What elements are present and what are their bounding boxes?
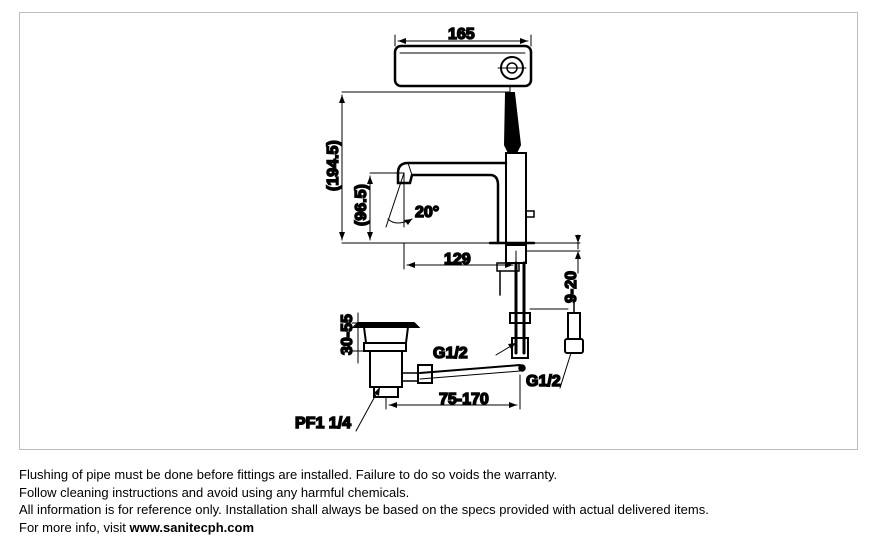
dim-total-height-lines [339, 91, 511, 244]
pop-up-waste-leader [355, 386, 381, 432]
top-view [393, 34, 533, 88]
dim-drain-height-lines [351, 312, 365, 364]
installation-notes: Flushing of pipe must be done before fit… [19, 466, 859, 536]
faucet-side-view [396, 85, 581, 246]
dim-total-height: (194.5) [325, 140, 342, 191]
technical-drawing-frame: 165 (194.5) [19, 12, 858, 450]
dim-top-width: 165 [448, 26, 475, 43]
dim-spout-height-lines [367, 172, 405, 241]
note-flushing: Flushing of pipe must be done before fit… [19, 467, 558, 482]
note-cleaning: Follow cleaning instructions and avoid u… [19, 484, 410, 500]
note-more-info: For more info, visit www.sanitecph.com [19, 519, 859, 537]
faucet-technical-drawing: 165 (194.5) [294, 25, 584, 433]
dim-reach: 129 [444, 251, 471, 268]
dim-inlet-left: G1/2 [433, 345, 468, 362]
dim-spout-height: (96.5) [353, 184, 370, 226]
note-reference: All information is for reference only. I… [19, 502, 709, 517]
dim-rod-range: 75-170 [439, 391, 489, 408]
mounting-shank [496, 244, 531, 359]
dim-pop-up-waste: PF1 1/4 [295, 415, 351, 432]
dim-inlet-right: G1/2 [526, 373, 561, 390]
drain-assembly [351, 322, 421, 398]
website-link[interactable]: www.sanitecph.com [129, 519, 255, 535]
dim-drain-height: 30-55 [339, 314, 356, 355]
dim-rod-range-lines [385, 374, 521, 410]
pop-up-rod [417, 364, 526, 384]
dim-deck-thickness: 9-20 [563, 271, 580, 303]
right-inlet-hose [529, 302, 584, 389]
dim-angle-lines [385, 172, 413, 228]
dim-angle: 20° [415, 204, 439, 221]
dim-deck-lines [525, 234, 581, 274]
note-more-info-prefix: For more info, visit [19, 519, 130, 535]
